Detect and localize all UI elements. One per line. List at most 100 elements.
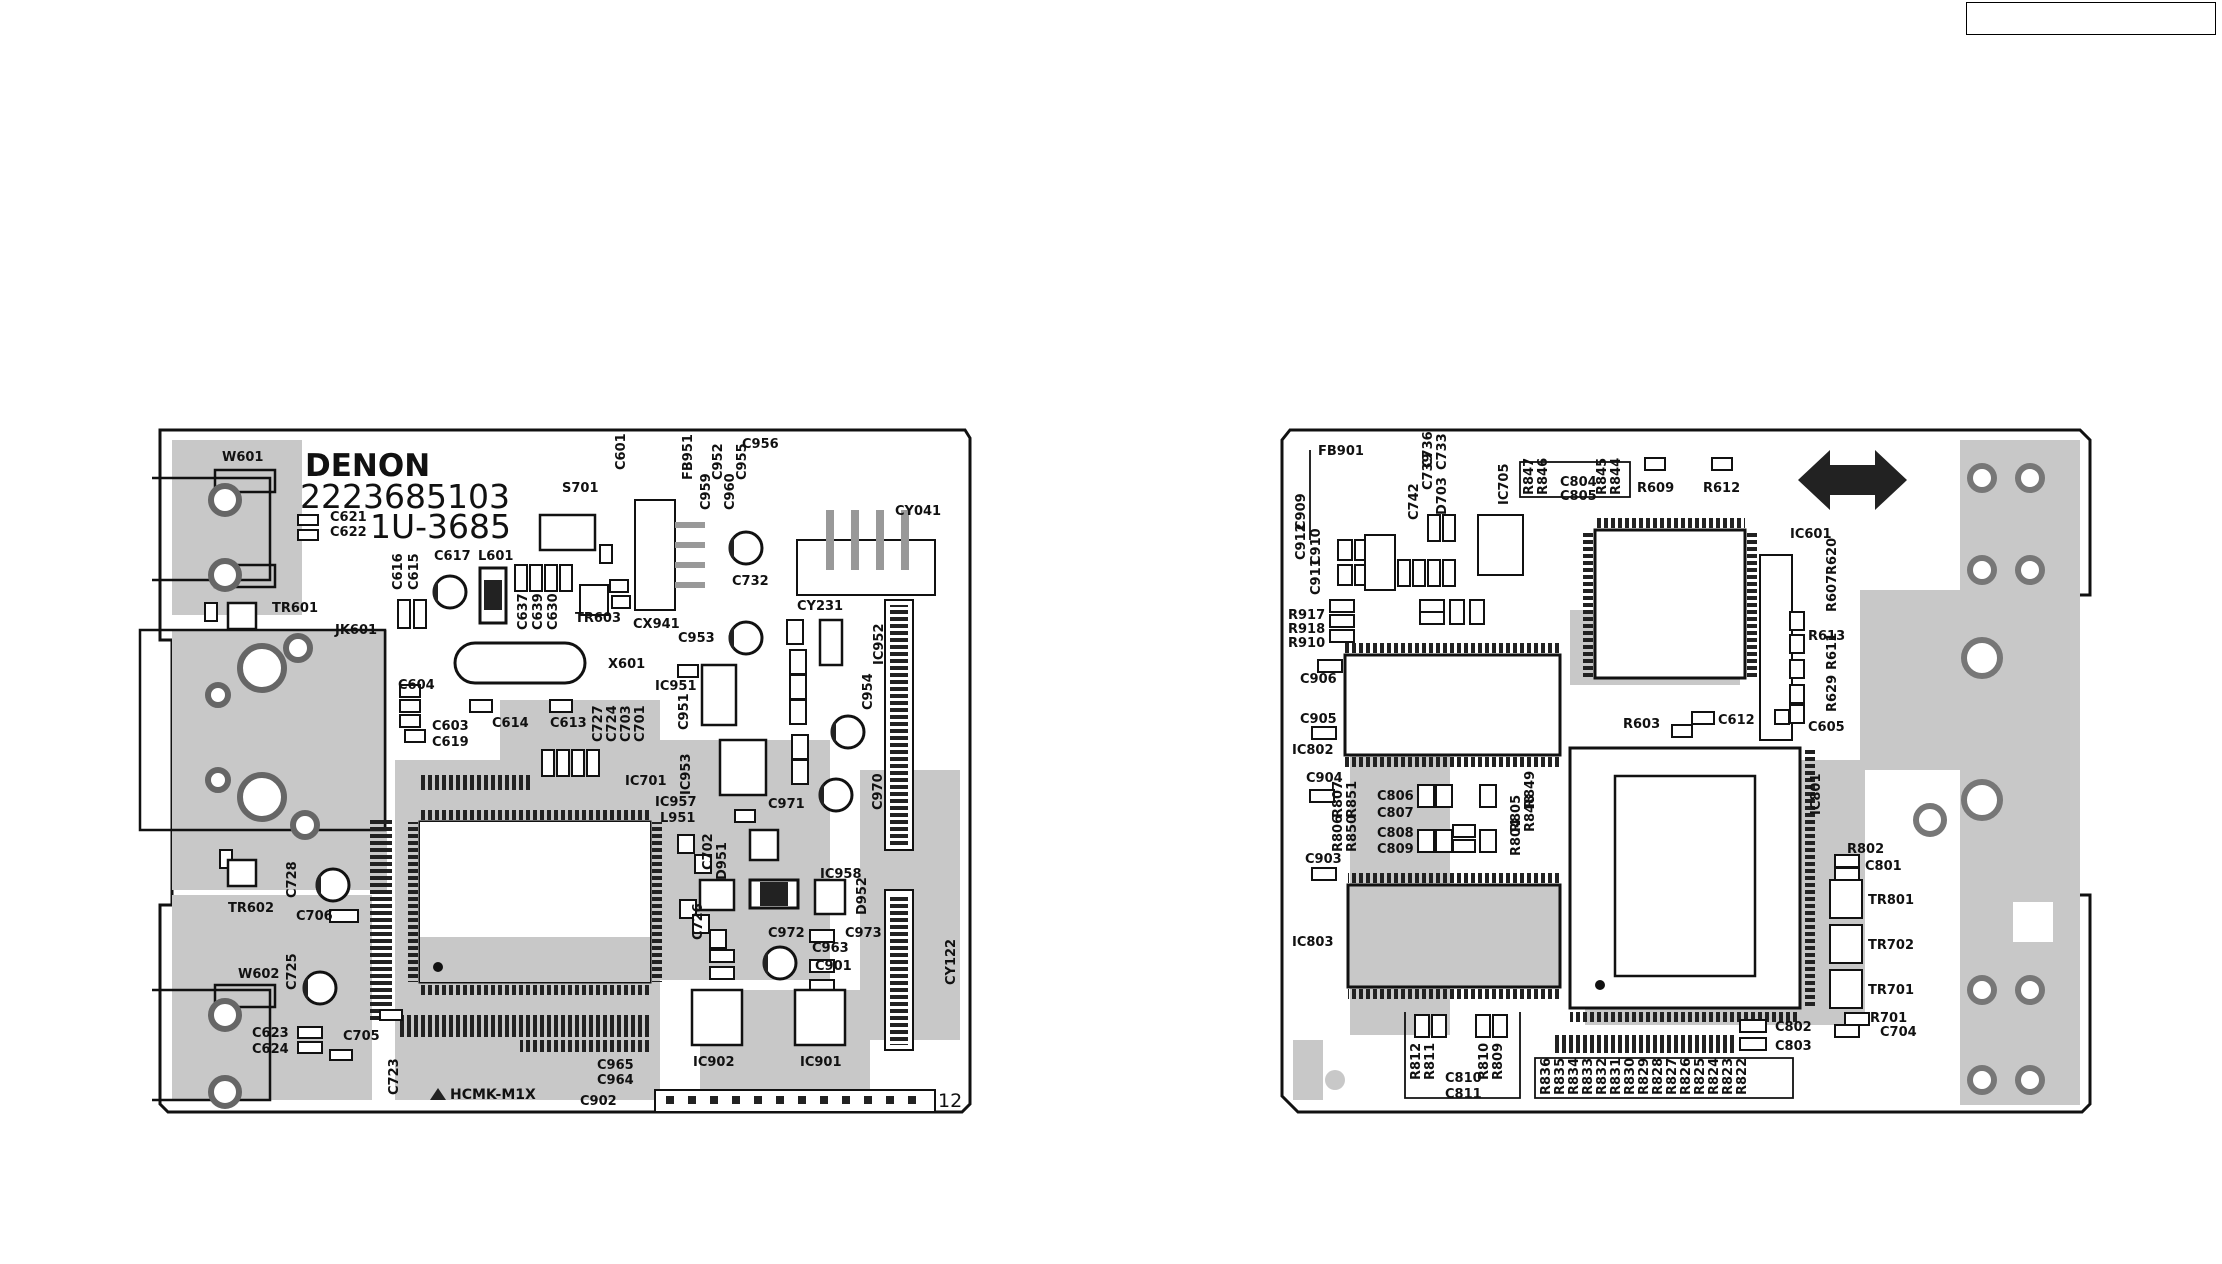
label-C953: C953 <box>678 631 715 646</box>
label-C616: C616 <box>391 553 406 590</box>
label-R824: R824 <box>1707 1058 1722 1095</box>
label-R845: R845 <box>1595 458 1610 495</box>
label-C960: C960 <box>723 473 738 510</box>
label-C623: C623 <box>252 1026 289 1041</box>
label-R620: R620 <box>1825 538 1840 575</box>
label-IC705: IC705 <box>1497 463 1512 505</box>
label-R812: R812 <box>1409 1043 1424 1080</box>
label-C956: C956 <box>742 437 779 452</box>
label-C903: C903 <box>1305 852 1342 867</box>
label-R607: R607 <box>1825 575 1840 612</box>
label-JK601: JK601 <box>334 623 377 638</box>
label-R701: R701 <box>1870 1011 1907 1026</box>
label-R828: R828 <box>1651 1058 1666 1095</box>
label-R809: R809 <box>1491 1043 1506 1080</box>
label-S701: S701 <box>562 481 599 496</box>
label-R836: R836 <box>1539 1058 1554 1095</box>
label-R805: R805 <box>1509 795 1524 832</box>
label-C909: C909 <box>1294 493 1309 530</box>
label-C701: C701 <box>633 705 648 742</box>
label-C912: C912 <box>1294 523 1309 560</box>
label-IC601: IC601 <box>1790 527 1832 542</box>
label-R835: R835 <box>1553 1058 1568 1095</box>
label-IC951: IC951 <box>655 679 697 694</box>
label-IC802: IC802 <box>1292 743 1334 758</box>
label-C630: C630 <box>546 593 561 630</box>
label-C613: C613 <box>550 716 587 731</box>
label-R802: R802 <box>1847 842 1884 857</box>
label-IC901: IC901 <box>800 1055 842 1070</box>
label-C605: C605 <box>1808 720 1845 735</box>
label-R804: R804 <box>1509 819 1524 856</box>
mounting-holes <box>1913 463 2045 1095</box>
label-TR601: TR601 <box>272 601 318 616</box>
label-C725: C725 <box>285 953 300 990</box>
label-C972: C972 <box>768 926 805 941</box>
label-D952: D952 <box>855 877 870 915</box>
label-C622: C622 <box>330 525 367 540</box>
label-C624: C624 <box>252 1042 289 1057</box>
label-C619: C619 <box>432 735 469 750</box>
label-R811: R811 <box>1423 1043 1438 1080</box>
label-CY041: CY041 <box>895 504 941 519</box>
label-C614: C614 <box>492 716 529 731</box>
brand-marking: DENON <box>305 448 430 484</box>
label-C902: C902 <box>580 1094 617 1109</box>
label-C905: C905 <box>1300 712 1337 727</box>
label-R848: R848 <box>1523 795 1538 832</box>
label-C612: C612 <box>1718 713 1755 728</box>
label-R917: R917 <box>1288 608 1325 623</box>
pin-end-label: 12 <box>938 1090 962 1112</box>
label-R806: R806 <box>1331 815 1346 852</box>
label-R834: R834 <box>1567 1058 1582 1095</box>
label-C952: C952 <box>711 443 726 480</box>
label-C809: C809 <box>1377 842 1414 857</box>
label-R851: R851 <box>1345 781 1360 818</box>
label-C803: C803 <box>1775 1039 1812 1054</box>
board-code-marking: 1U-3685 <box>370 507 511 546</box>
label-C805: C805 <box>1560 489 1597 504</box>
label-L601: L601 <box>478 549 513 564</box>
label-C811: C811 <box>1445 1087 1482 1102</box>
label-C971: C971 <box>768 797 805 812</box>
label-IC701: IC701 <box>625 774 667 789</box>
label-R830: R830 <box>1623 1058 1638 1095</box>
label-C802: C802 <box>1775 1020 1812 1035</box>
label-C911: C911 <box>1309 558 1324 595</box>
label-CY122: CY122 <box>944 939 959 985</box>
label-C965: C965 <box>597 1058 634 1073</box>
part-number-marking: 2223685103 <box>300 477 510 516</box>
right-board-component-labels: FB901 C742 C739 C736 D703 C733 IC705 R84… <box>1288 431 1917 1102</box>
label-TR702: TR702 <box>1868 938 1914 953</box>
label-C906: C906 <box>1300 672 1337 687</box>
label-TR801: TR801 <box>1868 893 1914 908</box>
label-R831: R831 <box>1609 1058 1624 1095</box>
label-C801: C801 <box>1865 859 1902 874</box>
label-C732: C732 <box>732 574 769 589</box>
label-FB901: FB901 <box>1318 444 1364 459</box>
label-C702: C702 <box>701 833 716 870</box>
label-R629: R629 <box>1825 675 1840 712</box>
label-IC957: IC957 <box>655 795 697 810</box>
label-IC952: IC952 <box>872 623 887 665</box>
label-C637: C637 <box>516 593 531 630</box>
label-R846: R846 <box>1536 458 1551 495</box>
label-TR602: TR602 <box>228 901 274 916</box>
label-R850: R850 <box>1345 815 1360 852</box>
label-C706: C706 <box>296 909 333 924</box>
label-C703: C703 <box>619 705 634 742</box>
label-R918: R918 <box>1288 622 1325 637</box>
label-C621: C621 <box>330 510 367 525</box>
label-C736: C736 <box>1421 431 1436 468</box>
label-R613: R613 <box>1808 629 1845 644</box>
label-C742: C742 <box>1407 483 1422 520</box>
label-C954: C954 <box>861 673 876 710</box>
label-X601: X601 <box>608 657 645 672</box>
label-C723: C723 <box>387 1058 402 1095</box>
label-CX941: CX941 <box>633 617 680 632</box>
label-C807: C807 <box>1377 806 1414 821</box>
label-C964: C964 <box>597 1073 634 1088</box>
label-C804: C804 <box>1560 475 1597 490</box>
left-pcb-board: DENON 2223685103 1U-3685 HCMK-M1X 12 <box>138 428 972 1114</box>
